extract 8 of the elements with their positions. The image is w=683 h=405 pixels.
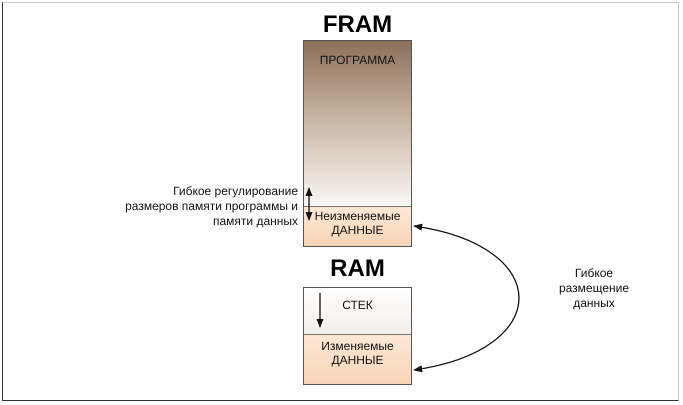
memory-heading: RAM	[329, 256, 386, 282]
double-arrow	[305, 187, 313, 221]
memory-region: Неизменяемые ДАННЫЕ	[304, 206, 411, 246]
memory-region: ПРОГРАММА	[304, 41, 411, 206]
curved-arrow	[413, 224, 520, 372]
memory-region: Изменяемые ДАННЫЕ	[304, 334, 411, 384]
annotation-text: Гибкое регулирование размеров памяти программы и памяти данных	[124, 184, 298, 229]
memory-heading: FRAM	[322, 12, 394, 38]
